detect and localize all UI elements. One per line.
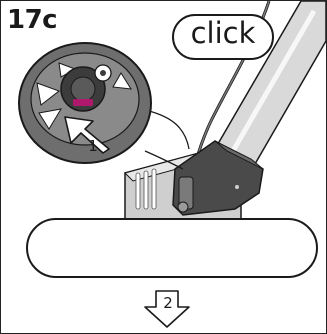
latch-indicator [73, 99, 93, 106]
nozzle-bar [27, 219, 317, 277]
click-callout-text: click [177, 18, 269, 48]
step-number: 17c [7, 5, 57, 35]
push-arrow-number: 1 [85, 137, 101, 155]
down-arrow-number: 2 [160, 294, 176, 312]
